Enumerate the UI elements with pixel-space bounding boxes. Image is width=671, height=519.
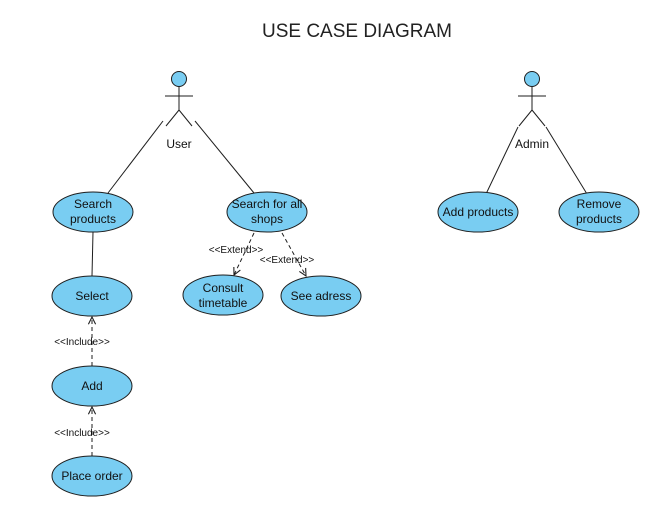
- use-case-search-shops-label-1: Search for all: [232, 197, 303, 211]
- use-case-place-order-label: Place order: [61, 469, 122, 483]
- associations: [91, 120, 588, 277]
- dependencies: [92, 232, 306, 456]
- diagram-title: USE CASE DIAGRAM: [262, 21, 452, 42]
- use-case-remove-products-ellipse: [558, 191, 640, 233]
- actor-user-head: [171, 71, 187, 87]
- extend-label-adress: <<Extend>>: [260, 255, 315, 266]
- actor-admin-label: Admin: [515, 137, 549, 151]
- use-case-search-shops-ellipse: [226, 191, 308, 233]
- use-case-remove-products-label-1: Remove: [577, 197, 622, 211]
- actor-user[interactable]: User: [165, 71, 193, 152]
- use-case-remove-products[interactable]: Remove products: [558, 191, 640, 233]
- use-case-search-shops[interactable]: Search for all shops: [226, 191, 308, 233]
- actor-user-label: User: [166, 137, 191, 151]
- use-case-search-products[interactable]: Search products: [52, 191, 134, 233]
- use-case-place-order[interactable]: Place order: [51, 455, 133, 497]
- actor-admin-left-leg: [518, 109, 533, 127]
- relationship-labels: <<Extend>> <<Extend>> <<Include>> <<Incl…: [54, 245, 314, 439]
- use-case-see-adress-ellipse: [280, 275, 362, 317]
- use-case-consult-timetable[interactable]: Consult timetable: [182, 274, 264, 316]
- actor-admin-head: [524, 71, 540, 87]
- use-case-select[interactable]: Select: [51, 275, 133, 317]
- use-case-add-label: Add: [81, 379, 102, 393]
- use-case-consult-timetable-label-2: timetable: [199, 296, 248, 310]
- actor-user-left-leg: [165, 109, 180, 127]
- use-case-select-ellipse: [51, 275, 133, 317]
- use-case-remove-products-label-2: products: [576, 212, 622, 226]
- use-case-consult-timetable-ellipse: [182, 274, 264, 316]
- use-case-search-products-label-2: products: [70, 212, 116, 226]
- use-case-add-products-ellipse: [437, 191, 519, 233]
- use-case-consult-timetable-label-1: Consult: [203, 281, 244, 295]
- use-case-add-ellipse: [51, 365, 133, 407]
- association-admin-add-products: [485, 126, 519, 195]
- use-case-search-products-ellipse: [52, 191, 134, 233]
- use-case-add-products-label: Add products: [443, 205, 514, 219]
- use-case-select-label: Select: [75, 289, 109, 303]
- actor-admin-right-leg: [531, 109, 546, 127]
- use-case-place-order-ellipse: [51, 455, 133, 497]
- use-case-search-products-label-1: Search: [74, 197, 112, 211]
- include-label-add-select: <<Include>>: [54, 337, 110, 348]
- use-case-see-adress-label: See adress: [291, 289, 352, 303]
- extend-arrow-consult-timetable: [234, 232, 255, 275]
- association-user-search-products: [107, 120, 164, 194]
- use-case-add-products[interactable]: Add products: [437, 191, 519, 233]
- association-user-search-shops: [194, 120, 255, 194]
- extend-label-timetable: <<Extend>>: [209, 245, 264, 256]
- use-case-search-shops-label-2: shops: [251, 212, 283, 226]
- use-case-add[interactable]: Add: [51, 365, 133, 407]
- association-search-products-select: [91, 231, 94, 277]
- use-case-see-adress[interactable]: See adress: [280, 275, 362, 317]
- actor-user-right-leg: [178, 109, 193, 127]
- association-admin-remove-products: [545, 126, 588, 195]
- extend-arrow-see-adress: [281, 232, 306, 276]
- include-label-place-order-add: <<Include>>: [54, 428, 110, 439]
- actor-admin[interactable]: Admin: [515, 71, 549, 152]
